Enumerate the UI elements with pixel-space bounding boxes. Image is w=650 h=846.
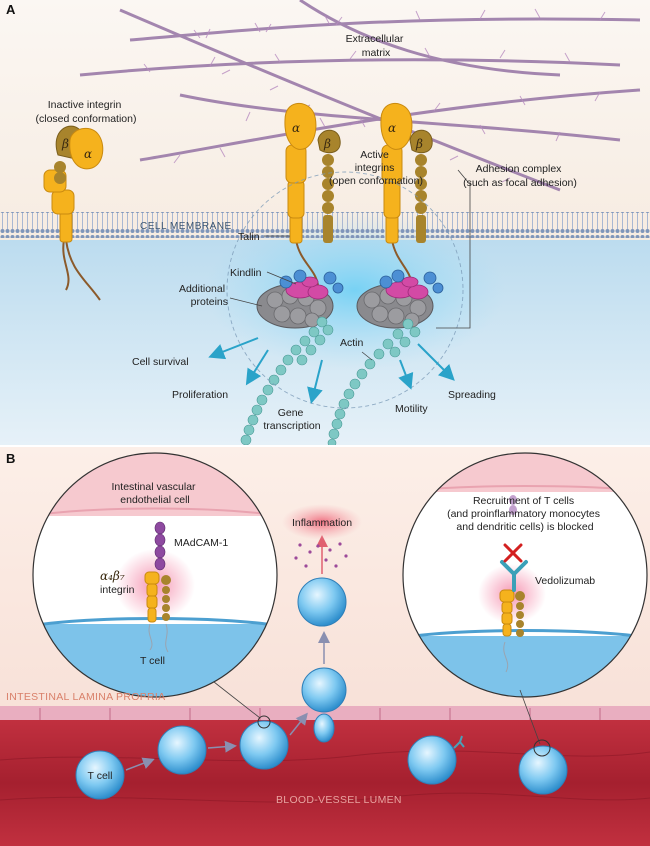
talin-label: Talin: [238, 231, 260, 243]
additional-proteins-line1: Additional: [179, 283, 225, 295]
active-integrins-line2: integrins: [355, 162, 395, 174]
active-integrins-label: Active integrins (open conformation): [329, 149, 423, 187]
inset-right-border: [402, 452, 648, 698]
t-cell-transmigrating: [313, 713, 335, 743]
block-x-icon: [503, 543, 523, 563]
active2-beta-label: β: [415, 137, 423, 151]
motility-label: Motility: [395, 403, 428, 415]
inactive-integrin-line1: Inactive integrin: [48, 99, 122, 111]
a4b7-integrin-word: integrin: [100, 584, 135, 596]
inactive-integrin-line2: (closed conformation): [36, 113, 137, 125]
t-cell-1: [75, 750, 125, 800]
endothelial-cell-label: Intestinal vascular endothelial cell: [112, 481, 199, 506]
recruitment-blocked-label: Recruitment of T cells (and proinflammat…: [447, 495, 603, 533]
inset-left-pointer: [213, 681, 261, 719]
actin-label: Actin: [340, 337, 364, 349]
vessel-t-cell-label: T cell: [88, 770, 113, 782]
inactive-beta-label: β: [61, 137, 69, 151]
adhesion-complex-label: Adhesion complex (such as focal adhesion…: [463, 163, 577, 189]
panel-a-letter: A: [6, 2, 16, 17]
inactive-integrin: β α: [43, 125, 104, 301]
active2-alpha-label: α: [388, 121, 396, 135]
a4b7-label: α₄β₇ integrin: [100, 569, 135, 596]
active1-beta-label: β: [323, 137, 331, 151]
active-integrin-1: α β: [284, 102, 341, 286]
t-cell-2: [157, 725, 207, 775]
gene-transcription-label: Gene transcription: [263, 407, 320, 432]
gene-transcription-line2: transcription: [263, 420, 320, 432]
inflammation-glow: [282, 504, 362, 540]
active-integrins-line3: (open conformation): [329, 175, 423, 187]
additional-proteins-line2: proteins: [191, 296, 228, 308]
cell-membrane-label: CELL MEMBRANE: [140, 221, 232, 232]
active1-alpha-label: α: [292, 121, 300, 135]
t-cell-blocked-1: [407, 735, 457, 785]
adhesion-complex-line1: Adhesion complex: [476, 163, 563, 175]
adhesion-complex-line2: (such as focal adhesion): [463, 177, 577, 189]
lamina-propria-label: INTESTINAL LAMINA PROPRIA: [6, 691, 165, 703]
additional-proteins-label: Additional proteins: [179, 283, 228, 308]
spreading-label: Spreading: [448, 389, 496, 401]
gene-transcription-line1: Gene: [278, 407, 304, 419]
inflammation-label: Inflammation: [292, 517, 352, 529]
adhesion-complex-bracket: [436, 182, 471, 329]
blood-vessel-lumen-label: BLOOD-VESSEL LUMEN: [276, 794, 402, 806]
inset-right-zoom-marker: [533, 739, 551, 757]
t-cell-tissue: [297, 577, 347, 627]
blocked-integrin: [499, 589, 525, 637]
rolling-cells: [75, 535, 568, 800]
a4b7-symbol: α₄β₇: [100, 569, 125, 583]
inset-left-zoom-marker: [257, 715, 271, 729]
endothelial-cell-line2: endothelial cell: [120, 494, 189, 506]
inset-left-border: [32, 452, 278, 698]
vedolizumab-antibody: [500, 560, 528, 592]
cytokine-dots: [294, 542, 348, 568]
active-integrin-2: α β: [380, 102, 433, 286]
inactive-integrin-label: Inactive integrin (closed conformation): [36, 99, 137, 125]
adhesion-glow: [205, 210, 505, 370]
actin-filaments: [240, 316, 421, 448]
recruitment-line2: (and proinflammatory monocytes: [447, 508, 600, 520]
t-cell-blocked-2: [518, 745, 568, 795]
proliferation-label: Proliferation: [172, 389, 228, 401]
adhesion-dashed-outline: [226, 171, 464, 409]
panel-a-leaders: [229, 169, 469, 361]
panel-b-letter: B: [6, 451, 15, 466]
actin-filament-1: [240, 316, 334, 446]
a4b7-integrin-molecule: [144, 571, 171, 653]
vedolizumab-on-cell: [453, 735, 465, 749]
kindlin-label: Kindlin: [230, 267, 262, 279]
inactive-beta-tail: [65, 239, 101, 301]
ecm-label-line1: Extracellular: [346, 33, 404, 45]
recruitment-line3: and dendritic cells) is blocked: [456, 521, 593, 533]
actin-filament-2: [327, 318, 421, 448]
panel-b: B: [0, 445, 650, 846]
madcam-molecule: [154, 521, 166, 571]
ecm-label-line2: matrix: [362, 47, 391, 59]
madcam-stub: [509, 495, 517, 515]
vedolizumab-label: Vedolizumab: [535, 575, 595, 587]
madcam-label: MAdCAM-1: [174, 537, 228, 549]
ecm-label: Extracellular matrix: [346, 33, 407, 59]
signaling-arrows: [208, 337, 455, 404]
t-cell-3: [239, 720, 289, 770]
endothelial-cell-line1: Intestinal vascular: [112, 481, 197, 493]
adhesion-complex-2: [356, 269, 444, 329]
active-integrins-line1: Active: [360, 149, 389, 161]
t-cell-4: [301, 667, 347, 713]
inactive-alpha-label: α: [84, 147, 92, 161]
inactive-alpha-tail: [62, 239, 70, 291]
panel-a: β α α β α β: [0, 0, 650, 448]
inset-t-cell-label: T cell: [140, 655, 165, 667]
inset-right-pointer: [519, 689, 541, 745]
recruitment-line1: Recruitment of T cells: [473, 495, 574, 507]
cell-survival-label: Cell survival: [132, 356, 189, 368]
